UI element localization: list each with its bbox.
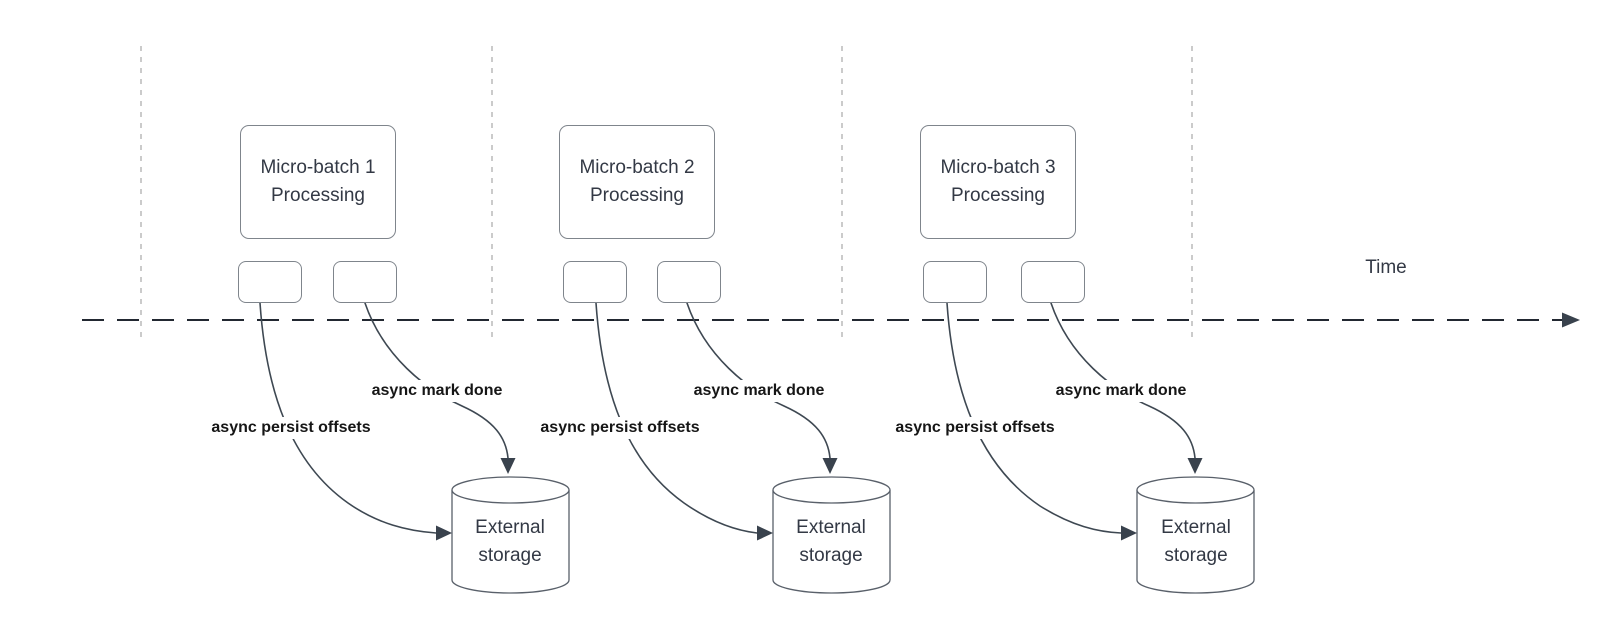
- group-1-flows: [259, 302, 570, 594]
- external-storage-label-1: External storage: [475, 517, 545, 566]
- persist-offsets-arrow-1: [259, 302, 437, 534]
- external-storage-label-2: External storage: [796, 517, 866, 566]
- persist-offsets-label-3: async persist offsets: [891, 417, 1059, 439]
- persist-offsets-label-1: async persist offsets: [207, 417, 375, 439]
- time-axis-arrowhead-icon: [1562, 312, 1580, 328]
- group-2-flows: [595, 302, 891, 594]
- mark-done-arrowhead-3-icon: [1187, 458, 1203, 474]
- micro-batch-3-subtitle: Processing: [951, 185, 1045, 206]
- mark-done-arrowhead-1-icon: [500, 458, 516, 474]
- persist-offsets-arrow-3: [946, 302, 1122, 534]
- persist-offsets-arrow-2: [595, 302, 758, 534]
- task-box-3a: [923, 261, 987, 303]
- persist-offsets-arrowhead-1-icon: [436, 525, 452, 541]
- micro-batch-3-title: Micro-batch 3: [940, 157, 1056, 178]
- task-box-3b: [1021, 261, 1085, 303]
- micro-batch-2-box: Micro-batch 2 Processing: [559, 125, 715, 239]
- micro-batch-1-title: Micro-batch 1: [260, 157, 376, 178]
- persist-offsets-label-2: async persist offsets: [536, 417, 704, 439]
- persist-offsets-arrowhead-2-icon: [757, 525, 773, 541]
- task-box-1a: [238, 261, 302, 303]
- task-box-2a: [563, 261, 627, 303]
- micro-batch-1-subtitle: Processing: [271, 185, 365, 206]
- task-box-2b: [657, 261, 721, 303]
- task-box-1b: [333, 261, 397, 303]
- storage-cylinder-rim-2: [772, 489, 891, 504]
- mark-done-label-1: async mark done: [367, 380, 507, 402]
- interval-gridlines: [140, 46, 1193, 340]
- persist-offsets-arrowhead-3-icon: [1121, 525, 1137, 541]
- mark-done-label-3: async mark done: [1051, 380, 1191, 402]
- storage-cylinder-1: [451, 476, 570, 594]
- micro-batch-2-subtitle: Processing: [590, 185, 684, 206]
- micro-batch-3-box: Micro-batch 3 Processing: [920, 125, 1076, 239]
- storage-cylinder-rim-3: [1136, 489, 1255, 504]
- micro-batch-2-title: Micro-batch 2: [579, 157, 695, 178]
- external-storage-label-3: External storage: [1161, 517, 1231, 566]
- storage-cylinder-rim-1: [451, 489, 570, 504]
- storage-cylinder-3: [1136, 476, 1255, 594]
- mark-done-label-2: async mark done: [689, 380, 829, 402]
- storage-cylinder-2: [772, 476, 891, 594]
- mark-done-arrowhead-2-icon: [822, 458, 838, 474]
- time-axis-label: Time: [1365, 257, 1407, 278]
- micro-batch-1-box: Micro-batch 1 Processing: [240, 125, 396, 239]
